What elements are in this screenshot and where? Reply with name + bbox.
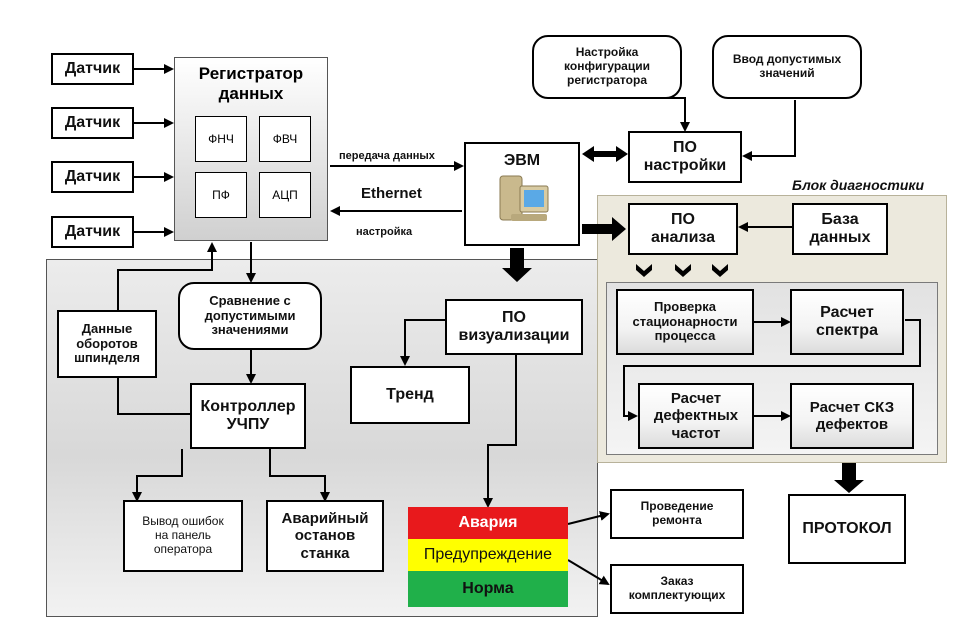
computer-title: ЭВМ [503, 152, 541, 169]
defect-frequency-calc-box: Расчет дефектных частот [638, 383, 754, 449]
rms-defects-calc-box: Расчет СКЗ дефектов [790, 383, 914, 449]
adc-unit: АЦП [259, 172, 311, 218]
visualization-software-box: ПО визуализации [445, 299, 583, 355]
diagnostics-block-title: Блок диагностики [792, 177, 925, 193]
setup-label: настройка [356, 226, 413, 238]
comparison-box: Сравнение с допустимыми значениями [178, 282, 322, 350]
lpf-filter: ФНЧ [195, 116, 247, 162]
ethernet-label: Ethernet [361, 185, 422, 202]
error-output-box: Вывод ошибок на панель оператора [123, 500, 243, 572]
computer-box: ЭВМ [464, 142, 580, 246]
sensor-box-1: Датчик [51, 53, 134, 85]
analysis-software-box: ПО анализа [628, 203, 738, 255]
data-registrar-title: Регистратор данных [198, 64, 304, 104]
spectrum-calc-box: Расчет спектра [790, 289, 904, 355]
allowed-values-input-box: Ввод допустимых значений [712, 35, 862, 99]
emergency-stop-box: Аварийный останов станка [266, 500, 384, 572]
repair-action-box: Проведение ремонта [610, 489, 744, 539]
sensor-box-2: Датчик [51, 107, 134, 139]
normal-status: Норма [408, 571, 568, 607]
sensor-box-4: Датчик [51, 216, 134, 248]
protocol-box: ПРОТОКОЛ [788, 494, 906, 564]
setup-software-box: ПО настройки [628, 131, 742, 183]
alarm-status: Авария [408, 507, 568, 539]
registrar-config-box: Настройка конфигурации регистратора [532, 35, 682, 99]
warning-status: Предупреждение [408, 539, 568, 571]
spindle-speed-data-box: Данные оборотов шпинделя [57, 310, 157, 378]
cnc-controller-box: Контроллер УЧПУ [190, 383, 306, 449]
hpf-filter: ФВЧ [259, 116, 311, 162]
order-parts-action-box: Заказ комплектующих [610, 564, 744, 614]
sensor-box-3: Датчик [51, 161, 134, 193]
data-registrar: Регистратор данных ФНЧ ФВЧ ПФ АЦП [174, 57, 328, 241]
bpf-filter: ПФ [195, 172, 247, 218]
trend-box: Тренд [350, 366, 470, 424]
database-box: База данных [792, 203, 888, 255]
stationarity-check-box: Проверка стационарности процесса [616, 289, 754, 355]
data-transfer-label: передача данных [339, 150, 435, 162]
